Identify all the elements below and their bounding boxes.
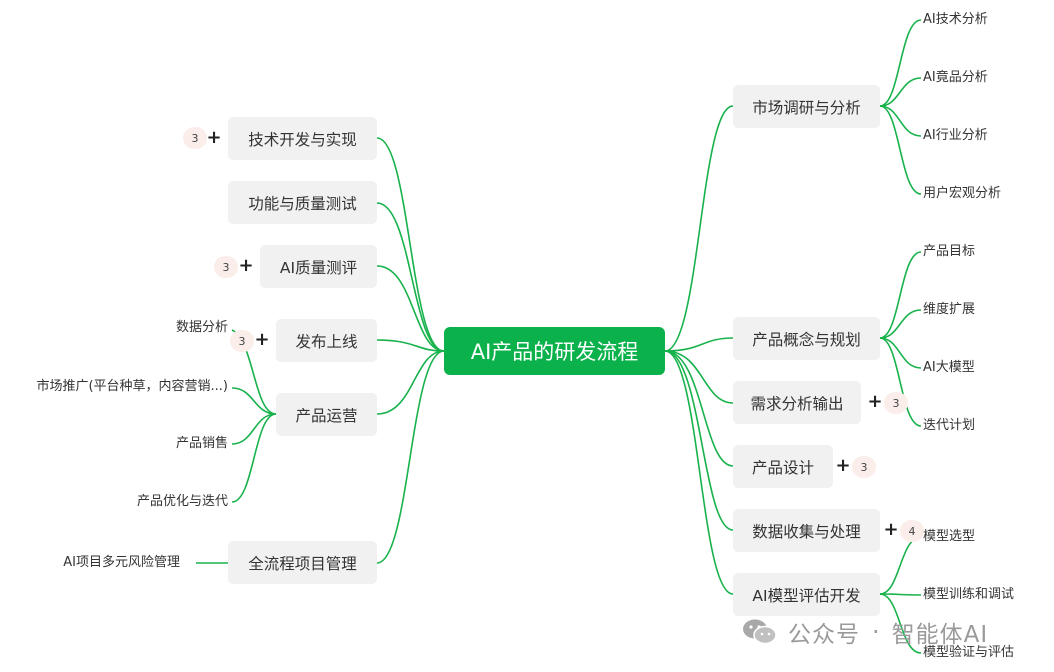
collapsed-count-badge: 3 bbox=[230, 330, 254, 352]
topic-label: 产品运营 bbox=[295, 406, 358, 425]
plus-icon[interactable]: + bbox=[835, 455, 851, 476]
collapsed-count-badge: 3 bbox=[214, 256, 238, 278]
plus-icon[interactable]: + bbox=[883, 519, 899, 540]
watermark: 公众号 · 智能体AI bbox=[742, 612, 1032, 652]
collapsed-count-badge: 4 bbox=[900, 520, 924, 542]
topic-ai-quality[interactable]: AI质量测评 bbox=[260, 245, 377, 288]
topic-label: 发布上线 bbox=[295, 332, 358, 351]
subtopic-ai-industry[interactable]: AI行业分析 bbox=[923, 128, 988, 143]
plus-icon[interactable]: + bbox=[254, 329, 270, 350]
subtopic-iteration-plan[interactable]: 迭代计划 bbox=[923, 418, 976, 433]
collapsed-count-badge: 3 bbox=[884, 392, 908, 414]
root-topic[interactable]: AI产品的研发流程 bbox=[444, 327, 665, 375]
subtopic-user-macro[interactable]: 用户宏观分析 bbox=[923, 186, 1002, 201]
watermark-name: 智能体AI bbox=[891, 622, 989, 648]
topic-label: 需求分析输出 bbox=[750, 394, 844, 413]
subtopic-ai-llm[interactable]: AI大模型 bbox=[923, 360, 975, 375]
subtopic-ai-tech[interactable]: AI技术分析 bbox=[923, 12, 988, 27]
subtopic-ai-competitor[interactable]: AI竟品分析 bbox=[923, 70, 988, 85]
topic-release[interactable]: 发布上线 bbox=[276, 319, 377, 362]
topic-label: 技术开发与实现 bbox=[248, 130, 357, 149]
subtopic-marketing[interactable]: 市场推广(平台种草，内容营销...) bbox=[36, 379, 228, 394]
subtopic-risk-mgmt[interactable]: AI项目多元风险管理 bbox=[63, 555, 180, 570]
topic-requirements[interactable]: 需求分析输出 bbox=[733, 381, 861, 424]
subtopic-model-validation[interactable]: 模型验证与评估 bbox=[923, 645, 1015, 660]
topic-product-design[interactable]: 产品设计 bbox=[733, 445, 833, 488]
collapsed-count-badge: 3 bbox=[852, 456, 876, 478]
topic-label: 功能与质量测试 bbox=[248, 194, 357, 213]
subtopic-data-analysis[interactable]: 数据分析 bbox=[175, 320, 228, 335]
wechat-icon bbox=[742, 618, 778, 646]
topic-ai-model[interactable]: AI模型评估开发 bbox=[733, 573, 880, 616]
plus-icon[interactable]: + bbox=[206, 127, 222, 148]
subtopic-product-goal[interactable]: 产品目标 bbox=[923, 244, 976, 259]
topic-label: 全流程项目管理 bbox=[248, 554, 357, 573]
subtopic-sales[interactable]: 产品销售 bbox=[175, 436, 228, 451]
subtopic-iteration[interactable]: 产品优化与迭代 bbox=[136, 494, 228, 509]
topic-label: 产品概念与规划 bbox=[752, 330, 861, 349]
subtopic-model-selection[interactable]: 模型选型 bbox=[923, 529, 976, 544]
plus-icon[interactable]: + bbox=[238, 255, 254, 276]
topic-label: 数据收集与处理 bbox=[752, 522, 861, 541]
topic-operations[interactable]: 产品运营 bbox=[276, 393, 377, 436]
topic-product-concept[interactable]: 产品概念与规划 bbox=[733, 317, 880, 360]
watermark-prefix: 公众号 bbox=[788, 622, 860, 648]
root-topic-label: AI产品的研发流程 bbox=[470, 340, 639, 364]
topic-label: 产品设计 bbox=[751, 458, 814, 477]
watermark-separator: · bbox=[872, 618, 880, 646]
topic-label: AI质量测评 bbox=[279, 258, 358, 277]
topic-project-mgmt[interactable]: 全流程项目管理 bbox=[228, 541, 377, 584]
collapsed-count-badge: 3 bbox=[183, 127, 207, 149]
plus-icon[interactable]: + bbox=[867, 391, 883, 412]
subtopic-model-training[interactable]: 模型训练和调试 bbox=[923, 587, 1015, 602]
topic-label: AI模型评估开发 bbox=[752, 586, 861, 605]
subtopic-dimension[interactable]: 维度扩展 bbox=[923, 302, 976, 317]
topic-market-research[interactable]: 市场调研与分析 bbox=[733, 85, 880, 128]
topic-tech-dev[interactable]: 技术开发与实现 bbox=[228, 117, 377, 160]
topic-func-test[interactable]: 功能与质量测试 bbox=[228, 181, 377, 224]
topic-label: 市场调研与分析 bbox=[752, 98, 861, 117]
topic-data-collection[interactable]: 数据收集与处理 bbox=[733, 509, 880, 552]
